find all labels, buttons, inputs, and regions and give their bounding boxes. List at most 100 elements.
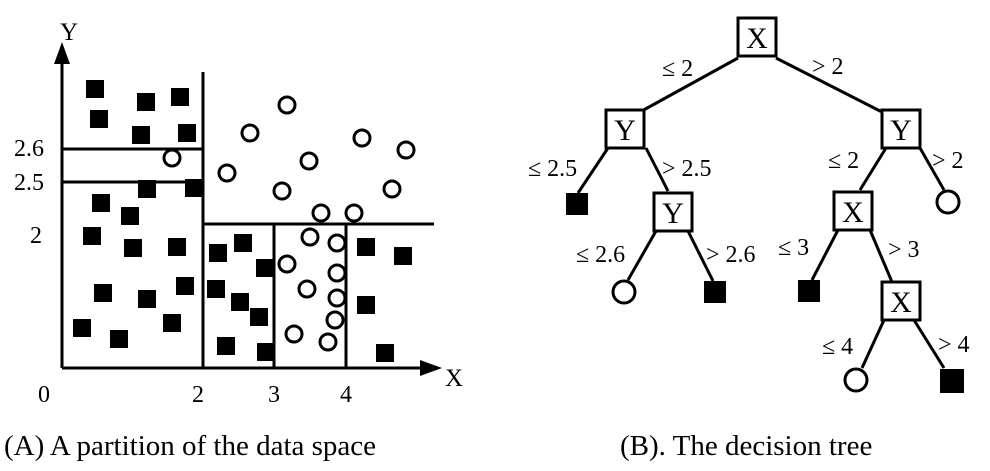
circle-point [297,279,317,299]
edge-midx-deepx [868,229,894,283]
left-y-node-box [604,108,646,150]
square-point [185,179,203,197]
circle-point [325,310,345,330]
edge-deepx-left [860,319,886,369]
edge-righty-leaf [918,147,946,191]
edge-label-midx-left: ≤ 3 [778,235,809,261]
square-point [83,227,101,245]
square-point [168,238,186,256]
circle-point [327,263,347,283]
edge-label-righty-right: > 2 [932,148,964,174]
square-point [124,239,142,257]
square-point [86,80,104,98]
square-point [217,337,235,355]
square-point [137,93,155,111]
circle-point [382,179,402,199]
leaf-circle-deepx [843,367,869,393]
edge-root-left [639,56,739,114]
inner-y-node-box [652,191,694,233]
square-point [394,247,412,265]
circle-point [240,123,260,143]
root-node-label: X [746,22,768,55]
y-tick-2: 2 [30,223,42,249]
x-tick-3: 3 [268,382,280,408]
origin-label: 0 [38,382,50,408]
leaf-circle-righty [935,189,961,215]
leaf-circle-innery [611,279,637,305]
square-point [234,234,252,252]
square-point [94,284,112,302]
edge-label-midx-right: > 3 [888,237,920,263]
square-point [121,207,139,225]
edge-innery-left [626,230,658,281]
circle-point [318,332,338,352]
square-point [231,293,249,311]
square-point [73,319,91,337]
circle-point [299,151,319,171]
square-point [132,126,150,144]
square-point [250,308,268,326]
square-point [138,290,156,308]
edge-righty-midx [858,147,888,191]
y-axis-arrowhead [54,42,70,64]
x-axis-arrowhead [420,360,442,376]
y-axis-label: Y [60,19,78,46]
data-points [73,80,416,362]
square-point [357,296,375,314]
circle-point [272,181,292,201]
left-y-node-label: Y [614,114,636,147]
edge-label-root-left: ≤ 2 [662,56,693,82]
circle-point [352,128,372,148]
circle-point [284,324,304,344]
edge-root-right [775,56,883,114]
x-tick-4: 4 [340,382,352,408]
tree-panel: X Y Y Y X X ≤ 2 > 2 ≤ 2.5 > 2.5 ≤ 2.6 > … [528,16,970,462]
square-point [207,280,225,298]
edge-label-root-right: > 2 [812,54,844,80]
square-point [110,330,128,348]
edge-label-righty-left: ≤ 2 [828,148,859,174]
edge-lefty-leaf [576,147,610,194]
partition-caption: (A) A partition of the data space [4,430,376,462]
circle-point [277,95,297,115]
edge-label-innery-left: ≤ 2.6 [576,242,625,268]
y-tick-2-6: 2.6 [14,136,44,162]
root-node-box [736,16,778,58]
square-point [357,238,375,256]
square-point [178,124,196,142]
edge-lefty-innery [644,147,670,192]
deep-x-node-box [880,280,922,322]
circle-point [277,254,297,274]
edge-innery-right [686,230,715,282]
circle-point [217,163,237,183]
leaf-square-lefty [566,193,588,215]
square-point [376,344,394,362]
right-y-node-box [880,108,922,150]
circle-point [300,227,320,247]
y-tick-2-5: 2.5 [14,170,44,196]
leaf-square-innery [704,281,726,303]
square-point [256,259,274,277]
partition-panel: Y X 0 2 3 4 2.6 2.5 2 (A) A partition of… [4,19,463,462]
square-point [257,343,275,361]
circle-point [327,233,347,253]
deep-x-node-label: X [890,286,912,319]
edge-label-innery-right: > 2.6 [706,242,756,268]
mid-x-node-label: X [842,196,864,229]
leaf-square-midx [798,280,820,302]
square-point [90,110,108,128]
edge-deepx-right [912,319,946,369]
circle-point [327,288,347,308]
edge-label-lefty-left: ≤ 2.5 [528,156,577,182]
square-point [176,277,194,295]
leaf-square-deepx [940,369,964,393]
square-point [92,194,110,212]
edge-label-deepx-left: ≤ 4 [822,334,853,360]
circle-point [344,203,364,223]
circle-point [396,140,416,160]
tree-caption: (B). The decision tree [620,430,872,462]
mid-x-node-box [832,190,874,232]
square-point [171,88,189,106]
edge-midx-leaf [810,229,840,281]
